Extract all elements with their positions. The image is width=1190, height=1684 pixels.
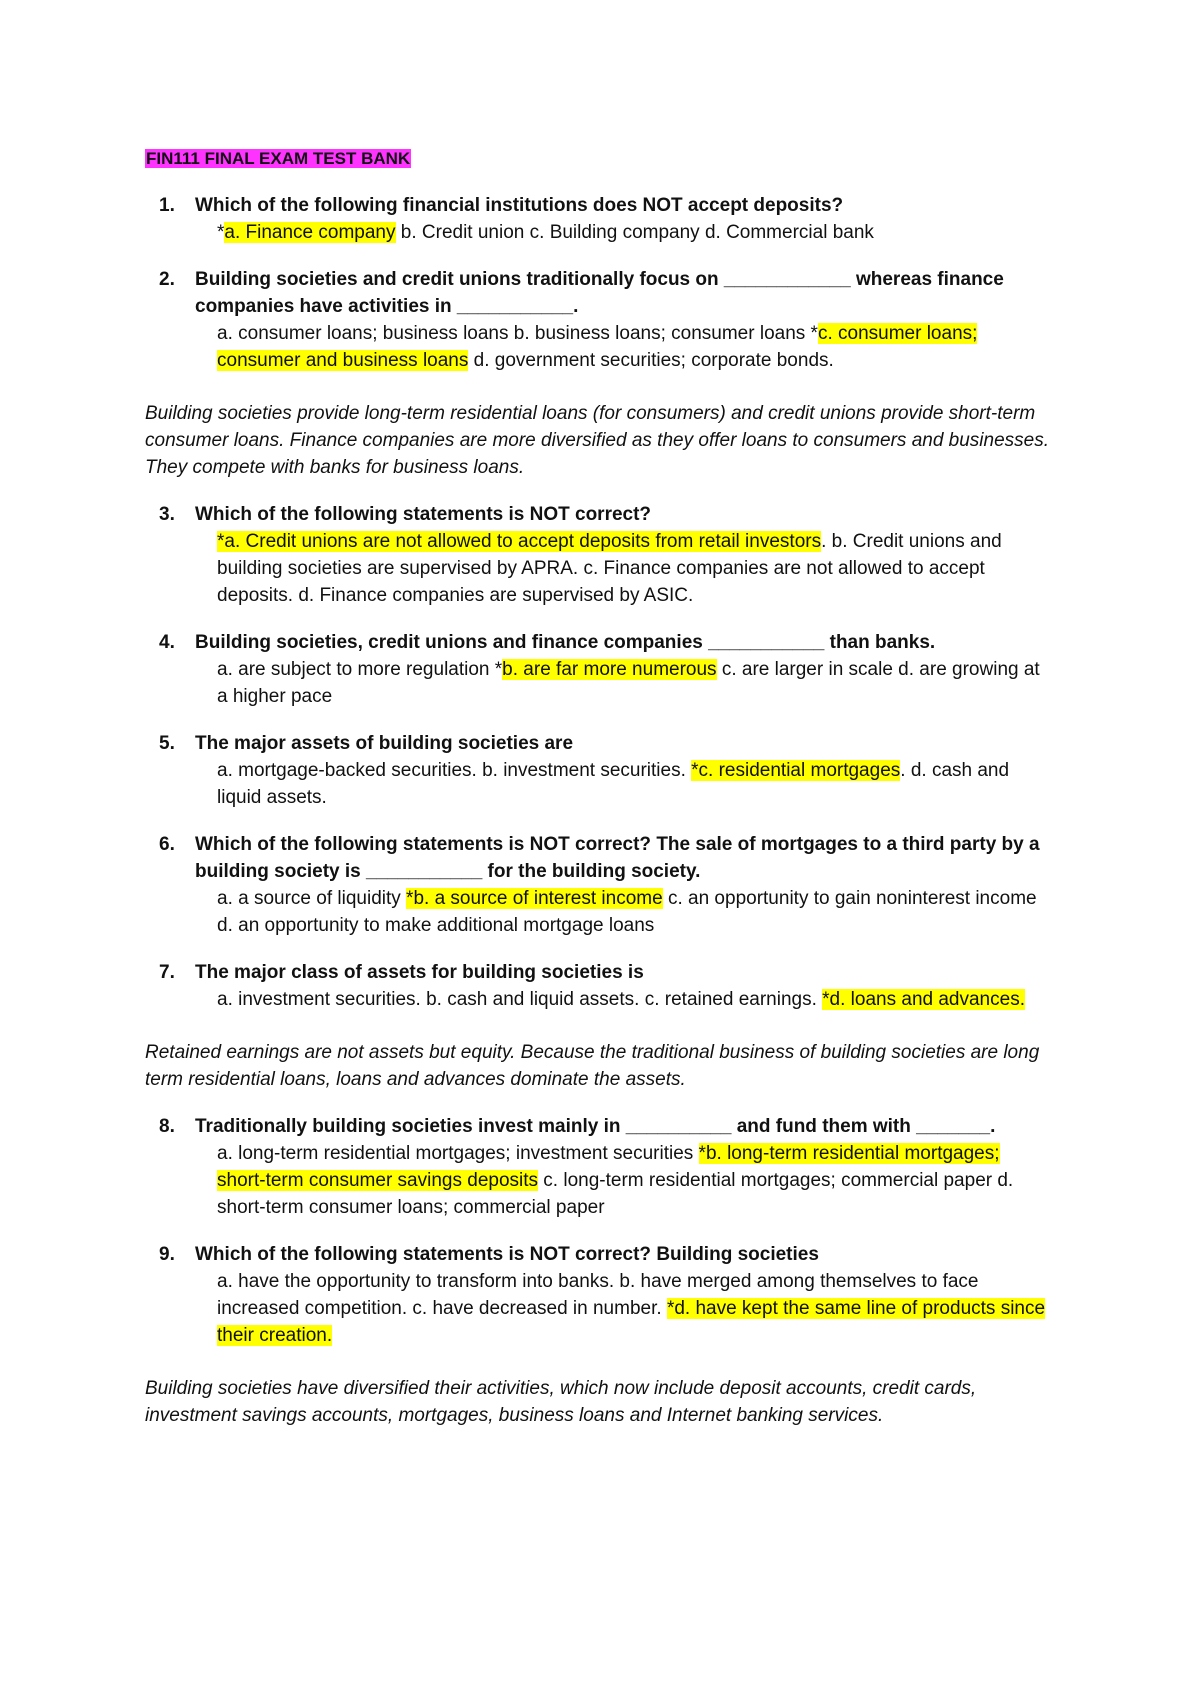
question-number: 8. bbox=[159, 1116, 175, 1137]
answer-options: a. investment securities. b. cash and li… bbox=[195, 986, 1050, 1013]
options-before-answer: a. long-term residential mortgages; inve… bbox=[217, 1143, 699, 1164]
highlighted-answer: a. Finance company bbox=[224, 222, 396, 243]
title-row: FIN111 FINAL EXAM TEST BANK bbox=[145, 145, 1050, 172]
question-number: 9. bbox=[159, 1244, 175, 1265]
question-text: Building societies and credit unions tra… bbox=[195, 269, 1004, 317]
question-text: Which of the following statements is NOT… bbox=[195, 834, 1040, 882]
options-before-answer: * bbox=[217, 222, 225, 243]
answer-options: a. long-term residential mortgages; inve… bbox=[195, 1140, 1050, 1221]
question-text: Building societies, credit unions and fi… bbox=[195, 632, 936, 653]
answer-options: a. consumer loans; business loans b. bus… bbox=[195, 320, 1050, 374]
options-after-answer: c. long-term residential mortgages; comm… bbox=[217, 1170, 1014, 1218]
question-number: 4. bbox=[159, 632, 175, 653]
options-after-answer: c. an opportunity to gain noninterest in… bbox=[217, 888, 1037, 936]
options-before-answer: a. are subject to more regulation * bbox=[217, 659, 503, 680]
question-2: 2. Building societies and credit unions … bbox=[145, 266, 1050, 374]
explanation-note: Retained earnings are not assets but equ… bbox=[145, 1042, 1040, 1090]
answer-options: *a. Finance company b. Credit union c. B… bbox=[195, 219, 1050, 246]
options-after-answer: . d. cash and liquid assets. bbox=[217, 760, 1010, 808]
answer-options: a. mortgage-backed securities. b. invest… bbox=[195, 757, 1050, 811]
question-number: 6. bbox=[159, 834, 175, 855]
question-6: 6. Which of the following statements is … bbox=[145, 831, 1050, 939]
question-4: 4. Building societies, credit unions and… bbox=[145, 629, 1050, 710]
options-after-answer: c. are larger in scale d. are growing at… bbox=[217, 659, 1040, 707]
options-after-answer: d. government securities; corporate bond… bbox=[468, 350, 834, 371]
answer-options: *a. Credit unions are not allowed to acc… bbox=[195, 528, 1050, 609]
question-number: 1. bbox=[159, 195, 175, 216]
question-3: 3. Which of the following statements is … bbox=[145, 501, 1050, 609]
question-number: 2. bbox=[159, 269, 175, 290]
question-1: 1. Which of the following financial inst… bbox=[145, 192, 1050, 246]
question-text: The major class of assets for building s… bbox=[195, 962, 644, 983]
options-before-answer: a. consumer loans; business loans b. bus… bbox=[217, 323, 818, 344]
question-number: 7. bbox=[159, 962, 175, 983]
document-body: FIN111 FINAL EXAM TEST BANK 1. Which of … bbox=[145, 145, 1050, 1435]
options-after-answer: . b. Credit unions and building societie… bbox=[217, 531, 1002, 606]
question-8: 8. Traditionally building societies inve… bbox=[145, 1113, 1050, 1221]
document-title: FIN111 FINAL EXAM TEST BANK bbox=[145, 149, 412, 168]
options-before-answer: a. mortgage-backed securities. b. invest… bbox=[217, 760, 692, 781]
highlighted-answer: b. are far more numerous bbox=[502, 659, 717, 680]
question-number: 5. bbox=[159, 733, 175, 754]
question-5: 5. The major assets of building societie… bbox=[145, 730, 1050, 811]
question-9: 9. Which of the following statements is … bbox=[145, 1241, 1050, 1349]
explanation-note: Building societies provide long-term res… bbox=[145, 403, 1050, 478]
answer-options: a. are subject to more regulation *b. ar… bbox=[195, 656, 1050, 710]
options-before-answer: a. have the opportunity to transform int… bbox=[217, 1271, 979, 1319]
question-text: Which of the following statements is NOT… bbox=[195, 504, 652, 525]
question-text: Which of the following statements is NOT… bbox=[195, 1244, 819, 1265]
explanation-note: Building societies have diversified thei… bbox=[145, 1378, 977, 1426]
question-text: The major assets of building societies a… bbox=[195, 733, 574, 754]
answer-options: a. a source of liquidity *b. a source of… bbox=[195, 885, 1050, 939]
question-text: Traditionally building societies invest … bbox=[195, 1116, 996, 1137]
options-before-answer: a. a source of liquidity bbox=[217, 888, 407, 909]
answer-options: a. have the opportunity to transform int… bbox=[195, 1268, 1050, 1349]
question-number: 3. bbox=[159, 504, 175, 525]
options-before-answer: a. investment securities. b. cash and li… bbox=[217, 989, 823, 1010]
highlighted-answer: *d. loans and advances. bbox=[822, 989, 1025, 1010]
highlighted-answer: *b. a source of interest income bbox=[406, 888, 663, 909]
question-text: Which of the following financial institu… bbox=[195, 195, 844, 216]
options-after-answer: b. Credit union c. Building company d. C… bbox=[395, 222, 874, 243]
question-7: 7. The major class of assets for buildin… bbox=[145, 959, 1050, 1013]
highlighted-answer: *a. Credit unions are not allowed to acc… bbox=[217, 531, 822, 552]
highlighted-answer: *c. residential mortgages bbox=[691, 760, 901, 781]
